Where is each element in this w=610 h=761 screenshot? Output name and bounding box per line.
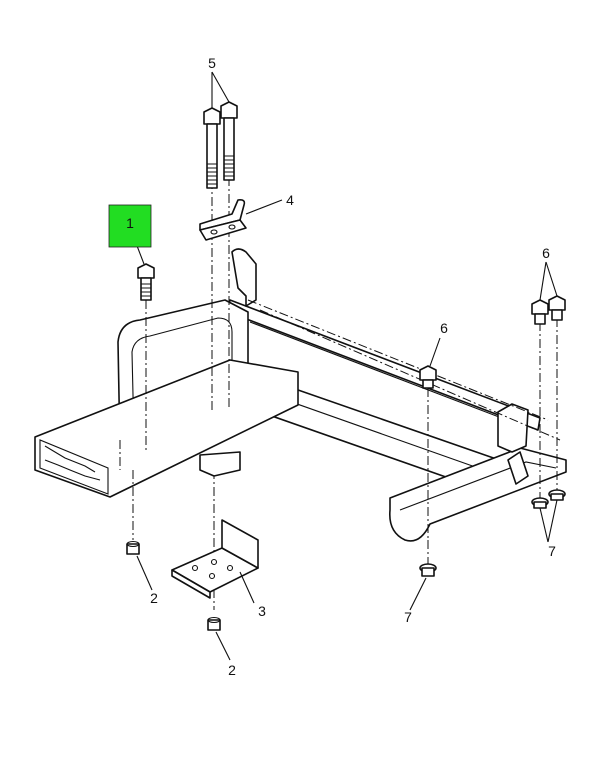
callout-7-bottom: 7	[404, 609, 412, 625]
upright-post	[231, 248, 257, 307]
nut-item-2a	[126, 540, 140, 555]
highlight-box-item-1	[108, 204, 152, 248]
angle-bracket-item-4	[199, 199, 247, 241]
washer-item-7b	[531, 497, 549, 509]
nut-item-2b	[207, 616, 221, 631]
right-end-bracket	[388, 403, 567, 542]
callout-2-bottom: 2	[228, 662, 236, 678]
callout-4: 4	[286, 192, 294, 208]
left-side-rail	[34, 359, 299, 498]
callout-5: 5	[208, 55, 216, 71]
callout-6-right: 6	[542, 245, 550, 261]
washer-item-7a	[419, 563, 437, 577]
bolt-item-1	[137, 263, 155, 301]
bolt-item-6a	[419, 365, 437, 389]
long-bolts-item-5	[203, 101, 238, 189]
leader-lines	[133, 71, 558, 661]
callout-3: 3	[258, 603, 266, 619]
bolt-item-6b	[531, 299, 549, 325]
washer-item-7c	[548, 489, 566, 501]
bottom-plate-item-3	[171, 451, 259, 599]
callout-6-center: 6	[440, 320, 448, 336]
bolt-item-6c	[548, 295, 566, 321]
assembly-lines	[119, 160, 561, 610]
callout-7-right: 7	[548, 543, 556, 559]
callout-2-left: 2	[150, 590, 158, 606]
callout-1: 1	[126, 215, 134, 231]
